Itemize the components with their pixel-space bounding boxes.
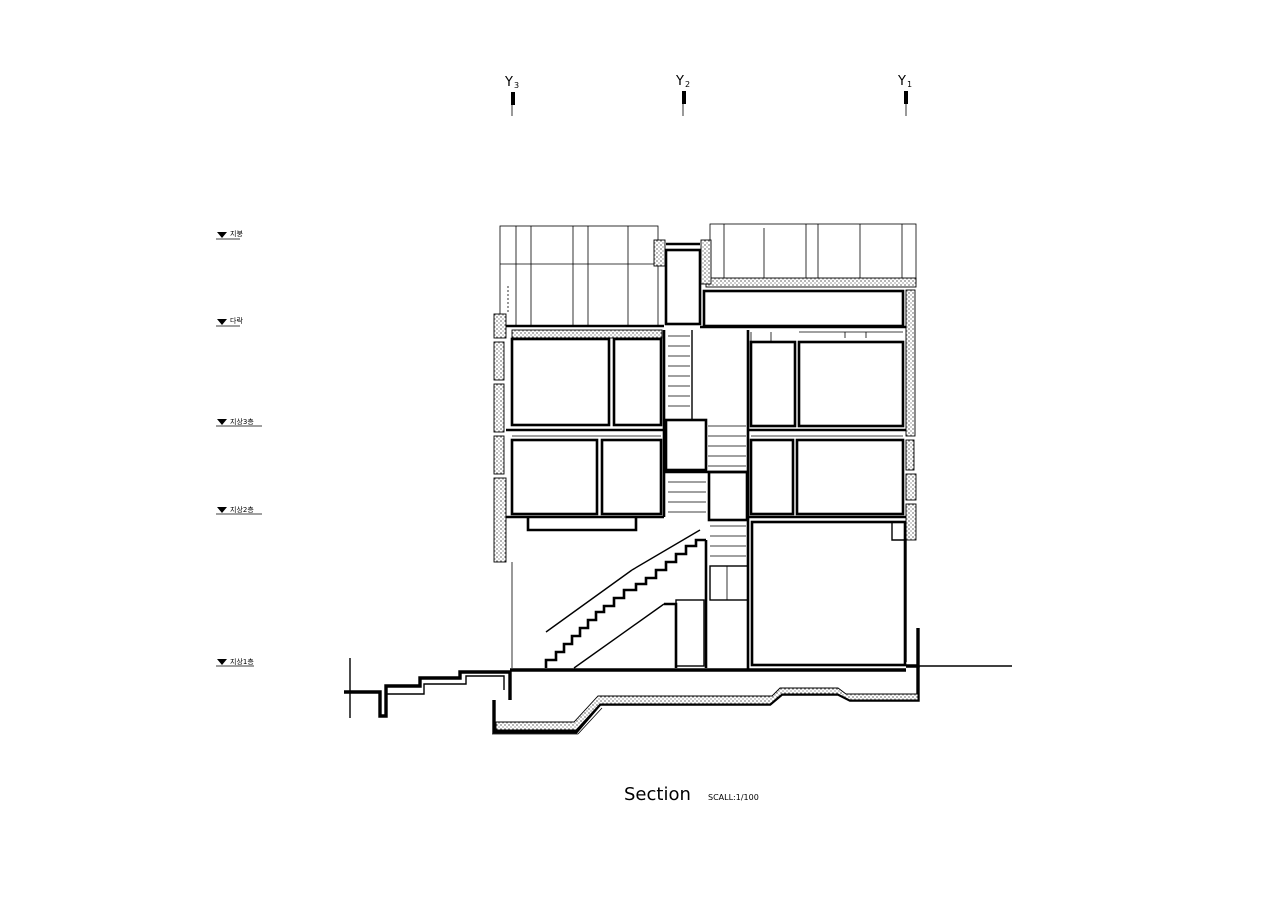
grid-axis-y1-number: 1: [907, 80, 912, 89]
level-marker-1f: 지상1층: [216, 657, 254, 667]
building-section: [344, 223, 1012, 735]
level-marker-1f-label: 지상1층: [230, 657, 254, 666]
grid-axis-y3-number: 3: [514, 81, 519, 90]
level-marker-attic-label: 다락: [230, 316, 243, 325]
level-marker-3f: 지상3층: [216, 417, 262, 427]
level-marker-3f-label: 지상3층: [230, 417, 254, 426]
level-marker-2f-label: 지상2층: [230, 505, 254, 514]
caption-scale: SCALL:1/100: [707, 793, 759, 802]
grid-axis-y1-letter: Y: [897, 74, 906, 89]
grid-axis-y3: Y 3: [504, 75, 519, 116]
grid-axis-y2-number: 2: [685, 80, 690, 89]
grid-axis-y2-letter: Y: [675, 74, 684, 89]
level-marker-roof: 지붕: [216, 229, 243, 240]
drawing-caption: Section SCALL:1/100: [624, 784, 759, 805]
grid-axis-y2: Y 2: [675, 74, 690, 116]
caption-title: Section: [624, 784, 691, 805]
level-marker-2f: 지상2층: [216, 505, 262, 515]
level-marker-attic: 다락: [216, 316, 243, 327]
grid-axis-y3-letter: Y: [504, 75, 513, 90]
level-marker-roof-label: 지붕: [230, 229, 243, 238]
grid-axis-y1: Y 1: [897, 74, 912, 116]
